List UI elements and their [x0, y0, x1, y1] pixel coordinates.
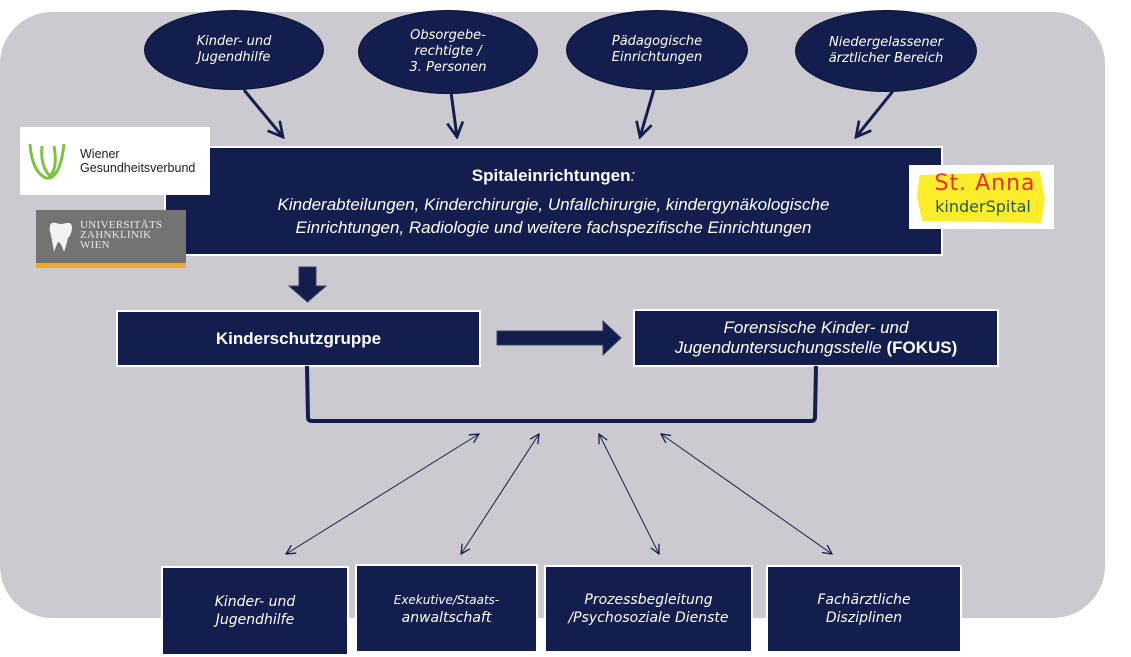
- partner-line: Kinder- und: [214, 594, 296, 610]
- kinderschutzgruppe-label: Kinderschutzgruppe: [215, 328, 382, 348]
- partner-line: Fachärztliche: [817, 592, 911, 608]
- hospital-title-text: Spitaleinrichtungen: [471, 166, 631, 185]
- source-line: Pädagogische: [611, 34, 703, 49]
- uzk-line-2: ZAHNKLINIK: [80, 229, 152, 241]
- fokus-line-1: Forensische Kinder- und: [723, 318, 909, 337]
- uzk-line-3: WIEN: [80, 239, 110, 251]
- partner-line: Exekutive/Staats-: [393, 592, 500, 607]
- source-line: Jugendhilfe: [197, 50, 271, 65]
- st-anna-yellow-shape: [917, 171, 1045, 223]
- wgv-line-1: Wiener: [80, 147, 120, 161]
- source-line: 3. Personen: [409, 60, 487, 75]
- partner-line: Jugendhilfe: [215, 612, 295, 628]
- hospital-line-2: Einrichtungen, Radiologie und weitere fa…: [295, 218, 812, 237]
- source-line: rechtigte /: [414, 44, 482, 59]
- hospital-box: Spitaleinrichtungen: Kinderabteilungen, …: [164, 146, 943, 256]
- source-line: Einrichtungen: [611, 50, 703, 65]
- tooth-icon: [49, 222, 72, 252]
- source-line: ärztlicher Bereich: [828, 51, 944, 66]
- wgv-line-2: Gesundheitsverbund: [80, 161, 196, 175]
- hospital-title: Spitaleinrichtungen:: [472, 165, 635, 187]
- st-anna-kinderspital-logo: St. Anna kinderSpital: [909, 165, 1054, 229]
- hospital-line-1: Kinderabteilungen, Kinderchirurgie, Unfa…: [277, 195, 830, 214]
- uzk-accent-bar: [36, 263, 186, 268]
- st-anna-line-1: St. Anna: [934, 171, 1036, 196]
- source-line: Obsorgebe-: [410, 28, 486, 43]
- partner-line: anwaltschaft: [401, 609, 492, 626]
- fokus-line-2-text: Jugenduntersuchungsstelle: [674, 338, 882, 357]
- source-line: Niedergelassener: [829, 35, 943, 50]
- hospital-title-colon: :: [630, 166, 636, 185]
- fokus-line-2: Jugenduntersuchungsstelle (FOKUS): [675, 338, 958, 358]
- fokus-box: Forensische Kinder- und Jugenduntersuchu…: [633, 309, 999, 367]
- partner-exekutive-staatsanwaltschaft: Exekutive/Staats-anwaltschaft: [355, 564, 538, 653]
- source-line: Kinder- und: [196, 34, 272, 49]
- st-anna-line-2: kinderSpital: [935, 197, 1031, 216]
- uzk-line-1: UNIVERSITÄTS: [80, 219, 163, 231]
- source-obsorgeberechtigte: Obsorgebe-rechtigte /3. Personen: [358, 10, 538, 94]
- partner-prozessbegleitung: Prozessbegleitung/Psychosoziale Dienste: [544, 565, 753, 653]
- kinderschutzgruppe-box: Kinderschutzgruppe: [116, 310, 481, 367]
- wgv-mark-icon: [28, 143, 66, 180]
- partner-line: /Psychosoziale Dienste: [568, 610, 729, 626]
- fokus-abbreviation: (FOKUS): [886, 338, 958, 357]
- partner-line: Prozessbegleitung: [584, 592, 713, 608]
- partner-line: Disziplinen: [825, 610, 903, 626]
